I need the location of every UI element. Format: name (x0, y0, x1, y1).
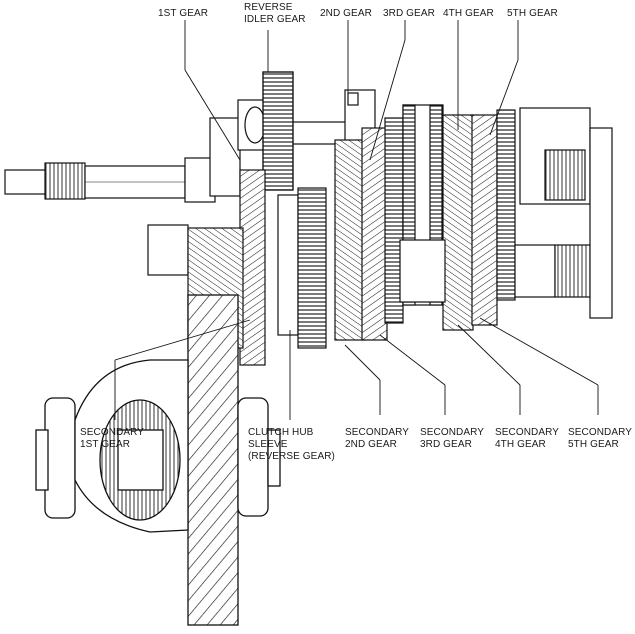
first-gear (239, 169, 266, 366)
differential-assembly (35, 359, 281, 533)
final-drive-ring-gear (187, 294, 239, 626)
label-secondary-4th-line1: SECONDARY (495, 427, 559, 438)
fourth-gear (442, 114, 474, 331)
label-4th-gear: 4TH GEAR (443, 8, 494, 19)
label-secondary-1st-line2: 1ST GEAR (80, 439, 130, 450)
label-secondary-1st-line1: SECONDARY (80, 427, 144, 438)
second-gear (334, 139, 366, 341)
label-secondary-2nd-line2: 2ND GEAR (345, 439, 397, 450)
label-reverse-idler-line1: REVERSE (244, 2, 293, 13)
callout-labels: 1ST GEAR REVERSE IDLER GEAR 2ND GEAR 3RD… (80, 2, 632, 462)
label-secondary-3rd-line1: SECONDARY (420, 427, 484, 438)
label-clutch-hub-line2: SLEEVE (248, 439, 288, 450)
label-clutch-hub-line3: (REVERSE GEAR) (248, 451, 335, 462)
label-secondary-5th-line1: SECONDARY (568, 427, 632, 438)
secondary-shaft (147, 127, 613, 319)
label-secondary-4th-line2: 4TH GEAR (495, 439, 546, 450)
label-reverse-idler-line2: IDLER GEAR (244, 14, 306, 25)
label-clutch-hub-line1: CLUTCH HUB (248, 427, 314, 438)
leader-lines (114, 20, 599, 420)
label-secondary-2nd-line1: SECONDARY (345, 427, 409, 438)
clutch-hub-sleeve (277, 187, 327, 349)
label-secondary-3rd-line2: 3RD GEAR (420, 439, 472, 450)
fifth-gear (471, 109, 516, 326)
label-secondary-5th-line2: 5TH GEAR (568, 439, 619, 450)
reverse-idler-gear (262, 71, 294, 191)
label-2nd-gear: 2ND GEAR (320, 8, 372, 19)
input-shaft (4, 117, 241, 203)
label-1st-gear: 1ST GEAR (158, 8, 208, 19)
label-5th-gear: 5TH GEAR (507, 8, 558, 19)
label-3rd-gear: 3RD GEAR (383, 8, 435, 19)
third-gear (361, 127, 388, 341)
